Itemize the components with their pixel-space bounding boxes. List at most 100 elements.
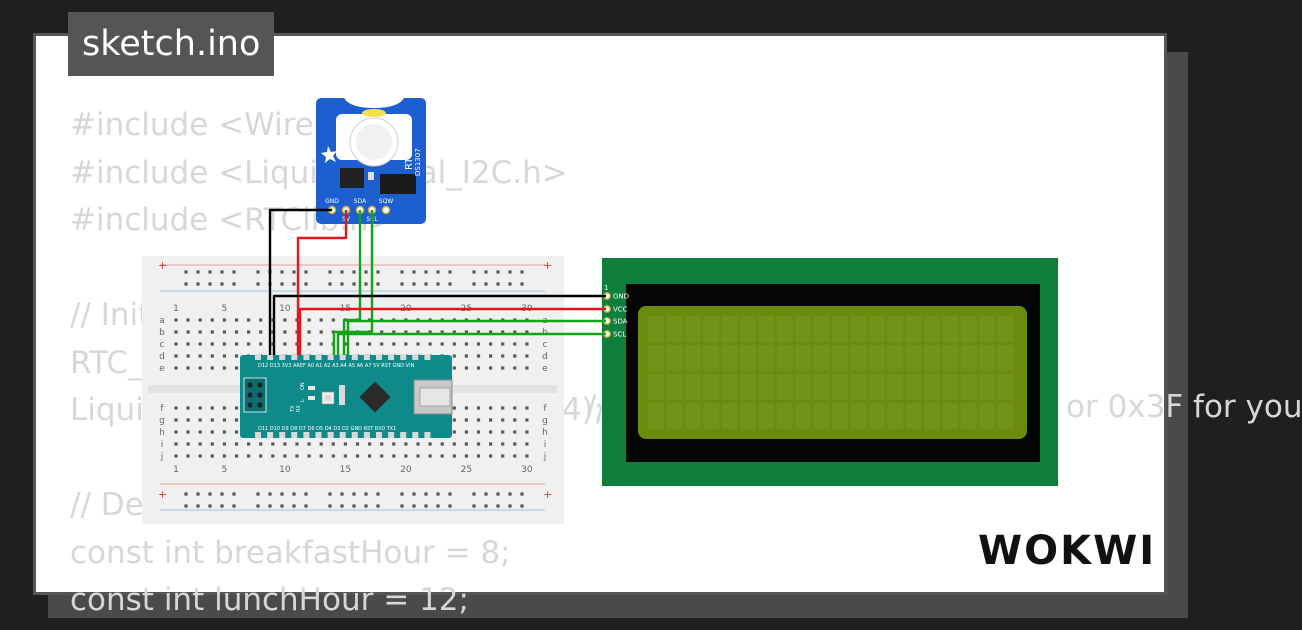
rail-hole: [520, 270, 524, 274]
lcd-cell: [868, 374, 885, 400]
breadboard-hole: [525, 366, 529, 370]
code-line: const int breakfastHour = 8;: [70, 534, 511, 571]
rail-hole: [448, 504, 452, 508]
row-letter: d: [542, 352, 548, 362]
lcd-cell: [924, 374, 940, 400]
row-letter: f: [160, 404, 164, 414]
lcd-cell: [924, 316, 940, 342]
breadboard-hole: [222, 342, 226, 346]
rail-hole: [208, 282, 212, 286]
lcd-cell: [813, 374, 830, 400]
rx-label: RX: [296, 405, 302, 412]
breadboard-hole: [476, 342, 481, 346]
file-tab[interactable]: sketch.ino: [68, 12, 275, 76]
breadboard-hole: [404, 442, 408, 446]
breadboard-hole: [464, 342, 468, 346]
lcd-cell: [684, 403, 701, 429]
lcd-cell: [813, 403, 830, 429]
breadboard-hole: [259, 454, 263, 458]
breadboard-hole: [525, 406, 529, 410]
breadboard-hole: [525, 430, 529, 434]
lcd-cell: [758, 316, 775, 342]
rail-hole: [184, 270, 188, 274]
rail-hole: [304, 282, 308, 286]
breadboard-hole: [513, 454, 517, 458]
breadboard-hole: [198, 442, 202, 446]
breadboard-hole: [489, 430, 493, 434]
rail-hole: [436, 504, 440, 508]
breadboard-hole: [210, 454, 214, 458]
rail-hole: [412, 504, 416, 508]
row-letter: h: [542, 428, 548, 438]
lcd-cell: [887, 403, 904, 429]
lcd-cell: [740, 345, 756, 371]
rail-hole: [508, 282, 512, 286]
breadboard-hole: [234, 342, 239, 346]
breadboard-hole: [513, 342, 517, 346]
breadboard-hole: [440, 342, 444, 346]
breadboard-hole: [525, 418, 529, 422]
breadboard-hole: [210, 418, 214, 422]
reset-button-cap[interactable]: [324, 394, 332, 402]
wire-rtc-scl: [332, 210, 374, 355]
nano-pin: [327, 432, 334, 438]
lcd-cell: [997, 403, 1014, 429]
nano-pin: [412, 432, 419, 438]
rail-hole: [280, 282, 284, 286]
breadboard-hole: [198, 406, 202, 410]
breadboard-hole: [210, 442, 214, 446]
icsp-pin: [257, 402, 263, 408]
rail-hole: [364, 504, 368, 508]
lcd-cell: [721, 374, 738, 400]
breadboard-hole: [501, 354, 505, 358]
breadboard-hole: [186, 442, 190, 446]
nano-pin: [291, 432, 298, 438]
breadboard-hole: [343, 342, 347, 346]
ds1307-chip: [340, 168, 364, 188]
breadboard-hole: [452, 418, 456, 422]
breadboard-hole: [222, 430, 226, 434]
crystal: [339, 385, 345, 405]
rail-hole: [508, 492, 512, 496]
breadboard-hole: [247, 454, 251, 458]
lcd-cell: [942, 345, 959, 371]
rail-hole: [292, 282, 296, 286]
rtc-chip-label: DS1307: [414, 148, 422, 176]
breadboard-hole: [186, 430, 190, 434]
breadboard-hole: [489, 366, 493, 370]
wire-rtc-gnd: [268, 208, 332, 355]
wokwi-logo-text: WOKWI: [978, 528, 1156, 574]
breadboard-hole: [452, 442, 456, 446]
breadboard-hole: [452, 330, 456, 334]
rail-hole: [304, 492, 308, 496]
breadboard-hole: [489, 354, 493, 358]
breadboard-hole: [174, 354, 178, 358]
nano-pin: [412, 354, 419, 360]
lcd-cell: [721, 316, 738, 342]
breadboard-hole: [343, 442, 347, 446]
breadboard-hole: [476, 418, 481, 422]
breadboard-hole: [283, 442, 287, 446]
breadboard-hole: [513, 330, 517, 334]
row-letter: b: [159, 328, 165, 338]
rail-hole: [400, 492, 404, 496]
rail-hole: [220, 492, 224, 496]
nano-pin: [303, 432, 310, 438]
lcd-cell: [666, 316, 683, 342]
lcd-cell: [740, 374, 756, 400]
row-letter: j: [160, 452, 164, 462]
breadboard-hole: [380, 454, 384, 458]
rail-hole: [292, 504, 296, 508]
rail-hole: [340, 504, 344, 508]
breadboard-hole: [380, 442, 384, 446]
lcd-cell: [997, 316, 1014, 342]
lcd-cell: [960, 316, 977, 342]
lcd-cell: [740, 316, 756, 342]
lcd-cell: [721, 345, 738, 371]
breadboard-hole: [440, 454, 444, 458]
rail-hole: [328, 492, 332, 496]
breadboard-hole: [525, 442, 529, 446]
rail-hole: [328, 270, 332, 274]
icsp-pin: [257, 392, 263, 398]
breadboard-hole: [186, 454, 190, 458]
